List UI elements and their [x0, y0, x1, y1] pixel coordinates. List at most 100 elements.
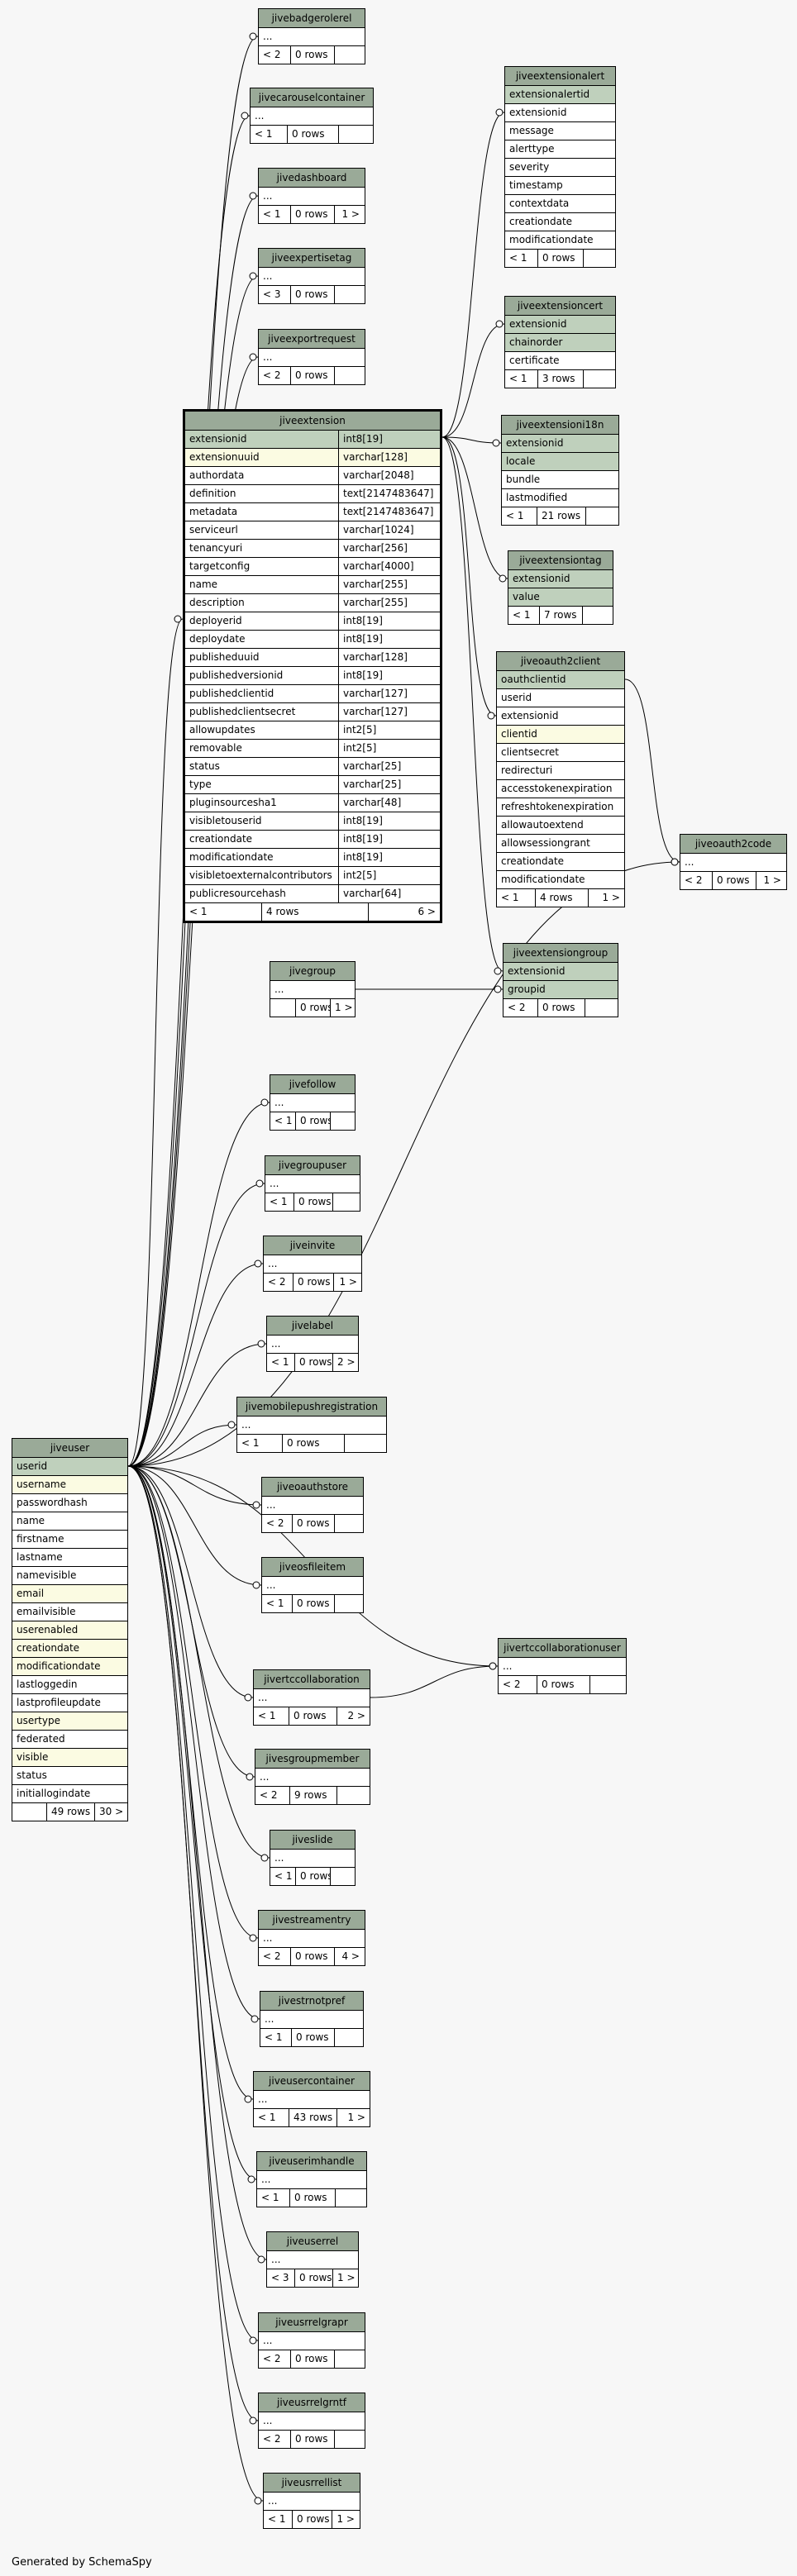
column-name: lastname: [17, 1551, 63, 1563]
row-count: 0 rows: [294, 1354, 332, 1371]
table-title: jiveuser: [12, 1439, 127, 1458]
column-row: oauthclientid: [497, 671, 624, 689]
relationship-line: [127, 1465, 257, 2180]
column-name: visibletoexternalcontributors: [189, 869, 332, 881]
relationship-line: [441, 323, 505, 438]
column-row: ...: [267, 1336, 358, 1354]
column-type: text[2147483647]: [338, 503, 440, 521]
column-row: extensionalertid: [505, 86, 615, 104]
relationship-line: [127, 1465, 259, 2421]
table-title: jiveosfileitem: [262, 1558, 363, 1577]
column-row: modificationdate: [497, 871, 624, 889]
parent-count: < 1: [263, 208, 281, 220]
column-name: clientid: [501, 728, 537, 740]
column-row: contextdata: [505, 195, 615, 213]
column-name: visible: [17, 1751, 49, 1763]
table-title: jivertccollaborationuser: [499, 1639, 626, 1658]
column-row: redirecturi: [497, 762, 624, 780]
column-name: removable: [189, 742, 242, 754]
relationship-end-marker: [489, 1662, 497, 1670]
column-name: lastmodified: [506, 492, 568, 503]
relationship-end-marker: [249, 353, 257, 361]
parent-count: < 2: [263, 369, 281, 381]
row-count: 0 rows: [295, 999, 330, 1017]
column-name: ...: [263, 2415, 273, 2426]
column-name: extensionid: [189, 433, 247, 445]
column-name: ...: [263, 351, 273, 363]
row-count: 0 rows: [290, 1948, 334, 1965]
child-count: 2 >: [332, 1354, 357, 1371]
column-name: ...: [270, 1178, 279, 1189]
column-row: visible: [12, 1749, 127, 1767]
column-type: int2[5]: [338, 721, 440, 739]
row-count: 0 rows: [290, 286, 334, 303]
table-title: jiveextensiontag: [508, 551, 613, 570]
column-row: refreshtokenexpiration: [497, 798, 624, 817]
column-row: creationdate: [497, 853, 624, 871]
relationship-end-marker: [241, 112, 249, 120]
table-title: jivemobilepushregistration: [237, 1398, 386, 1417]
child-count: 4 >: [334, 1948, 363, 1965]
row-count: 4 rows: [535, 889, 588, 907]
column-name: accesstokenexpiration: [501, 783, 613, 794]
table-title: jivegroup: [270, 962, 355, 981]
parent-count: < 1: [258, 2112, 276, 2123]
parent-count: [12, 1803, 46, 1821]
column-row: ...: [262, 1497, 363, 1515]
column-type: int8[19]: [338, 631, 440, 648]
column-name: definition: [189, 488, 236, 499]
child-count: [344, 1435, 385, 1452]
row-count: 0 rows: [295, 1868, 330, 1885]
table-title: jiveextensioncert: [505, 297, 615, 316]
column-name: userid: [17, 1460, 48, 1472]
column-name: extensionid: [513, 573, 570, 584]
table-title: jiveusrrelgrntf: [259, 2393, 365, 2412]
column-name: targetconfig: [189, 560, 251, 572]
relationship-end-marker: [492, 439, 500, 447]
table-title: jiveuserrel: [267, 2232, 358, 2251]
relationship-end-marker: [257, 1340, 265, 1348]
child-count: 1 >: [332, 2511, 358, 2528]
column-row: extensionid: [502, 435, 618, 453]
column-name: serviceurl: [189, 524, 238, 536]
column-type: varchar[127]: [338, 685, 440, 702]
